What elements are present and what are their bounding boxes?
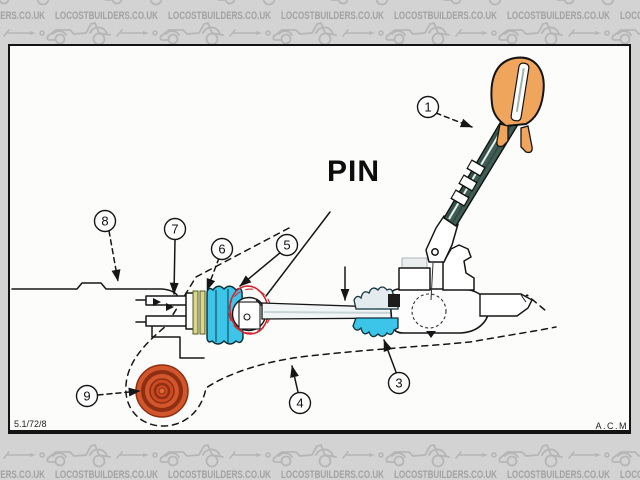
- clevis-fork: [135, 292, 205, 359]
- watermark-text: LOCOSTBUILDERS.CO.UK: [55, 10, 158, 22]
- car-icon: [272, 22, 337, 44]
- watermark-text: LOCOSTBUILDERS.CO.UK: [507, 469, 610, 480]
- car-icon: [498, 22, 563, 44]
- lever-plate: [425, 215, 459, 263]
- watermark-pattern-top: LOCOSTBUILDERS.CO.UK LOCOSTBUILDERS.CO.U…: [0, 0, 640, 44]
- watermark-text: LOCOSTBUILDERS.CO.UK: [394, 469, 497, 480]
- lever-housing: [389, 262, 533, 338]
- callout-4: 4: [288, 391, 312, 415]
- sketch-motif-icon: [116, 451, 158, 459]
- boot-right: [352, 286, 400, 338]
- watermark-text: LOCOSTBUILDERS.CO.UK: [55, 469, 158, 480]
- sketch-motif-icon: [229, 451, 271, 459]
- car-icon: [159, 444, 224, 468]
- watermark-text: LOCOSTBUILDERS.CO.UK: [281, 469, 384, 480]
- gear-linkage-diagram: 1 3 4 5 6: [11, 56, 628, 430]
- sketch-motif-icon: [455, 29, 497, 37]
- watermark-text: LOCOSTBUILDERS.CO.UK: [620, 10, 640, 22]
- car-icon: [272, 444, 337, 468]
- callout-6: 6: [210, 237, 234, 261]
- car-icon-row-bottom: [3, 444, 640, 468]
- sketch-motif-icon: [455, 451, 497, 459]
- svg-text:3: 3: [395, 376, 402, 391]
- callout-7: 7: [163, 217, 187, 241]
- gear-knob: [490, 56, 545, 154]
- sketch-motif-icon: [116, 29, 158, 37]
- car-icon: [611, 22, 640, 44]
- car-icon: [159, 22, 224, 44]
- watermark-text: LOCOSTBUILDERS.CO.UK: [620, 469, 640, 480]
- watermark-text-row-top: LOCOSTBUILDERS.CO.UK LOCOSTBUILDERS.CO.U…: [0, 10, 640, 22]
- callout-5: 5: [275, 233, 299, 257]
- svg-text:1: 1: [424, 100, 431, 115]
- sketch-motif-icon: [568, 29, 610, 37]
- boot-left: [206, 285, 244, 345]
- svg-text:9: 9: [83, 389, 90, 404]
- watermark-text-row-bottom: LOCOSTBUILDERS.CO.UK LOCOSTBUILDERS.CO.U…: [0, 469, 640, 480]
- pin-joint: [228, 285, 272, 335]
- sketch-motif-icon: [229, 29, 271, 37]
- watermark-text: LOCOSTBUILDERS.CO.UK: [168, 10, 271, 22]
- car-icon-row-partial: [0, 0, 620, 6]
- watermark-text: LOCOSTBUILDERS.CO.UK: [281, 10, 384, 22]
- sketch-motif-icon: [342, 29, 384, 37]
- pin-label: PIN: [327, 155, 380, 188]
- watermark-text: LOCOSTBUILDERS.CO.UK: [0, 469, 45, 480]
- watermark-pattern-bottom: LOCOSTBUILDERS.CO.UK LOCOSTBUILDERS.CO.U…: [0, 444, 640, 480]
- svg-text:7: 7: [171, 222, 178, 237]
- remote-rod-line: [11, 282, 178, 296]
- sketch-motif-icon: [568, 451, 610, 459]
- washer-stack: [192, 290, 206, 335]
- callouts: 1 3 4 5 6: [75, 95, 440, 415]
- car-icon: [385, 444, 450, 468]
- callout-3: 3: [387, 371, 411, 395]
- callout-9: 9: [75, 384, 99, 408]
- sketch-motif-icon: [3, 451, 45, 459]
- sketch-motif-icon: [3, 29, 45, 37]
- car-icon: [385, 22, 450, 44]
- sketch-motif-icon: [342, 451, 384, 459]
- knob-slot: [510, 62, 530, 122]
- figure-ref-right: A.C.M: [595, 421, 628, 430]
- leader-lines: [97, 112, 473, 397]
- watermark-banner-top: LOCOSTBUILDERS.CO.UK LOCOSTBUILDERS.CO.U…: [0, 0, 640, 44]
- svg-text:6: 6: [218, 242, 225, 257]
- pin-leader-line: [265, 211, 331, 297]
- watermark-text: LOCOSTBUILDERS.CO.UK: [168, 469, 271, 480]
- callout-1: 1: [416, 95, 440, 119]
- car-icon: [46, 22, 111, 44]
- car-icon: [46, 444, 111, 468]
- grommet: [135, 364, 189, 418]
- watermark-text: LOCOSTBUILDERS.CO.UK: [0, 10, 45, 22]
- car-icon-row-top: [3, 22, 640, 44]
- tunnel-outline-dashed: [125, 227, 557, 427]
- car-icon: [611, 444, 640, 468]
- watermark-text: LOCOSTBUILDERS.CO.UK: [394, 10, 497, 22]
- svg-text:5: 5: [283, 238, 290, 253]
- svg-text:4: 4: [296, 396, 303, 411]
- watermark-text: LOCOSTBUILDERS.CO.UK: [507, 10, 610, 22]
- car-icon: [498, 444, 563, 468]
- svg-text:8: 8: [101, 214, 108, 229]
- watermark-banner-bottom: LOCOSTBUILDERS.CO.UK LOCOSTBUILDERS.CO.U…: [0, 432, 640, 480]
- callout-8: 8: [93, 209, 117, 233]
- diagram-panel: 1 3 4 5 6: [8, 44, 631, 434]
- figure-ref-left: 5.1/72/8: [14, 419, 47, 429]
